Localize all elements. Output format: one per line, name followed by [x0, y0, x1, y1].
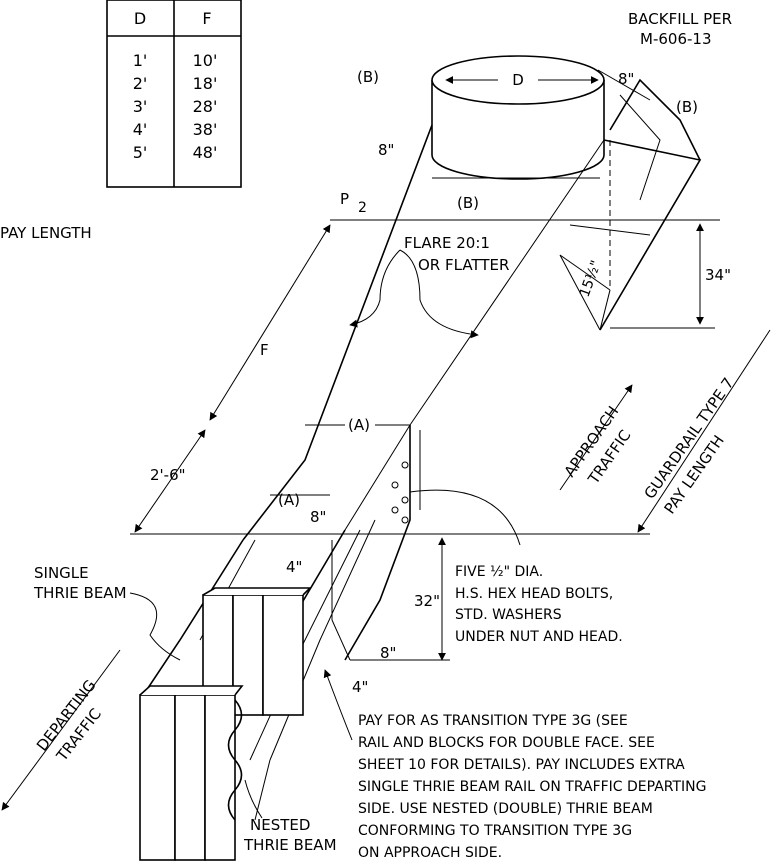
single-thrie-leader	[129, 592, 181, 661]
backfill-label-line2: M-606-13	[640, 30, 711, 48]
pay-note-line: PAY FOR AS TRANSITION TYPE 3G (SEE	[358, 713, 628, 729]
table-cell: 3'	[133, 97, 148, 116]
dim-4in-bottom: 4"	[352, 678, 368, 696]
nested-thrie-line2: THRIE BEAM	[243, 836, 337, 854]
table-cell: 10'	[193, 51, 218, 70]
table-cell: 18'	[193, 74, 218, 93]
backfill-label-line1: BACKFILL PER	[628, 10, 732, 28]
approach-arrow	[559, 384, 633, 491]
dimension-lines	[134, 69, 704, 661]
pay-note-line: SIDE. USE NESTED (DOUBLE) THRIE BEAM	[358, 801, 653, 817]
dimension-table: D F 1' 10' 2' 18' 3' 28' 4' 38' 5' 48'	[106, 0, 242, 188]
bolts-leader	[409, 489, 521, 546]
single-thrie-line2: THRIE BEAM	[33, 584, 127, 602]
nested-thrie-line1: NESTED	[250, 816, 310, 834]
dim-f-label: F	[260, 341, 269, 359]
dim-34in: 34"	[705, 266, 731, 284]
table-cell: 2'	[133, 74, 148, 93]
b-marker-bottom: (B)	[457, 194, 479, 212]
b-marker-right: (B)	[676, 98, 698, 116]
guardrail-pay-arrow	[637, 329, 771, 533]
reference-lines	[130, 219, 720, 535]
table-cell: 5'	[133, 143, 148, 162]
table-header-d: D	[134, 9, 146, 28]
dim-8in-lower: 8"	[310, 508, 326, 526]
table-cell: 4'	[133, 120, 148, 139]
dim-15-half: 15½"	[577, 258, 605, 299]
backfill-cylinder: D	[431, 55, 605, 180]
single-thrie-line1: SINGLE	[34, 564, 89, 582]
nested-thrie-leader	[244, 779, 263, 819]
flared-pad-outline	[242, 78, 702, 541]
flare-label-line1: FLARE 20:1	[404, 234, 490, 252]
pay-note-line: ON APPROACH SIDE.	[358, 845, 502, 861]
table-header-f: F	[202, 9, 211, 28]
dim-d-label: D	[512, 71, 524, 89]
table-cell: 48'	[193, 143, 218, 162]
table-cell: 38'	[193, 120, 218, 139]
pay-note-leader	[323, 669, 353, 741]
b-marker-top-left: (B)	[357, 68, 379, 86]
flare-label-line2: OR FLATTER	[418, 256, 509, 274]
pay-note-line: SINGLE THRIE BEAM RAIL ON TRAFFIC DEPART…	[358, 779, 707, 795]
bolts-note-line1: FIVE ½" DIA.	[455, 564, 543, 580]
pay-note-line: RAIL AND BLOCKS FOR DOUBLE FACE. SEE	[358, 735, 655, 751]
bolts-note-line4: UNDER NUT AND HEAD.	[455, 629, 623, 645]
dim-8in-left: 8"	[378, 141, 394, 159]
table-cell: 28'	[193, 97, 218, 116]
dim-8in-bottom: 8"	[380, 644, 396, 662]
p-half-numerator: P	[340, 190, 349, 208]
bolts-note-line2: H.S. HEX HEAD BOLTS,	[455, 586, 613, 602]
thrie-beam-assembly	[139, 425, 421, 861]
a-marker-lower: (A)	[278, 491, 300, 509]
departing-arrow	[1, 649, 121, 811]
pay-note: PAY FOR AS TRANSITION TYPE 3G (SEE RAIL …	[358, 713, 707, 861]
table-cell: 1'	[133, 51, 148, 70]
bolts-note-line3: STD. WASHERS	[455, 607, 562, 623]
dim-2ft-6in: 2'-6"	[150, 466, 186, 484]
a-marker-upper: (A)	[348, 416, 370, 434]
pay-note-line: SHEET 10 FOR DETAILS). PAY INCLUDES EXTR…	[358, 757, 685, 773]
dim-4in-left: 4"	[286, 558, 302, 576]
pay-length-left: PAY LENGTH	[0, 224, 92, 242]
pay-note-line: CONFORMING TO TRANSITION TYPE 3G	[358, 823, 632, 839]
dim-8in-top: 8"	[618, 70, 634, 88]
p-half-denominator: 2	[358, 200, 367, 216]
dim-32in: 32"	[414, 592, 440, 610]
